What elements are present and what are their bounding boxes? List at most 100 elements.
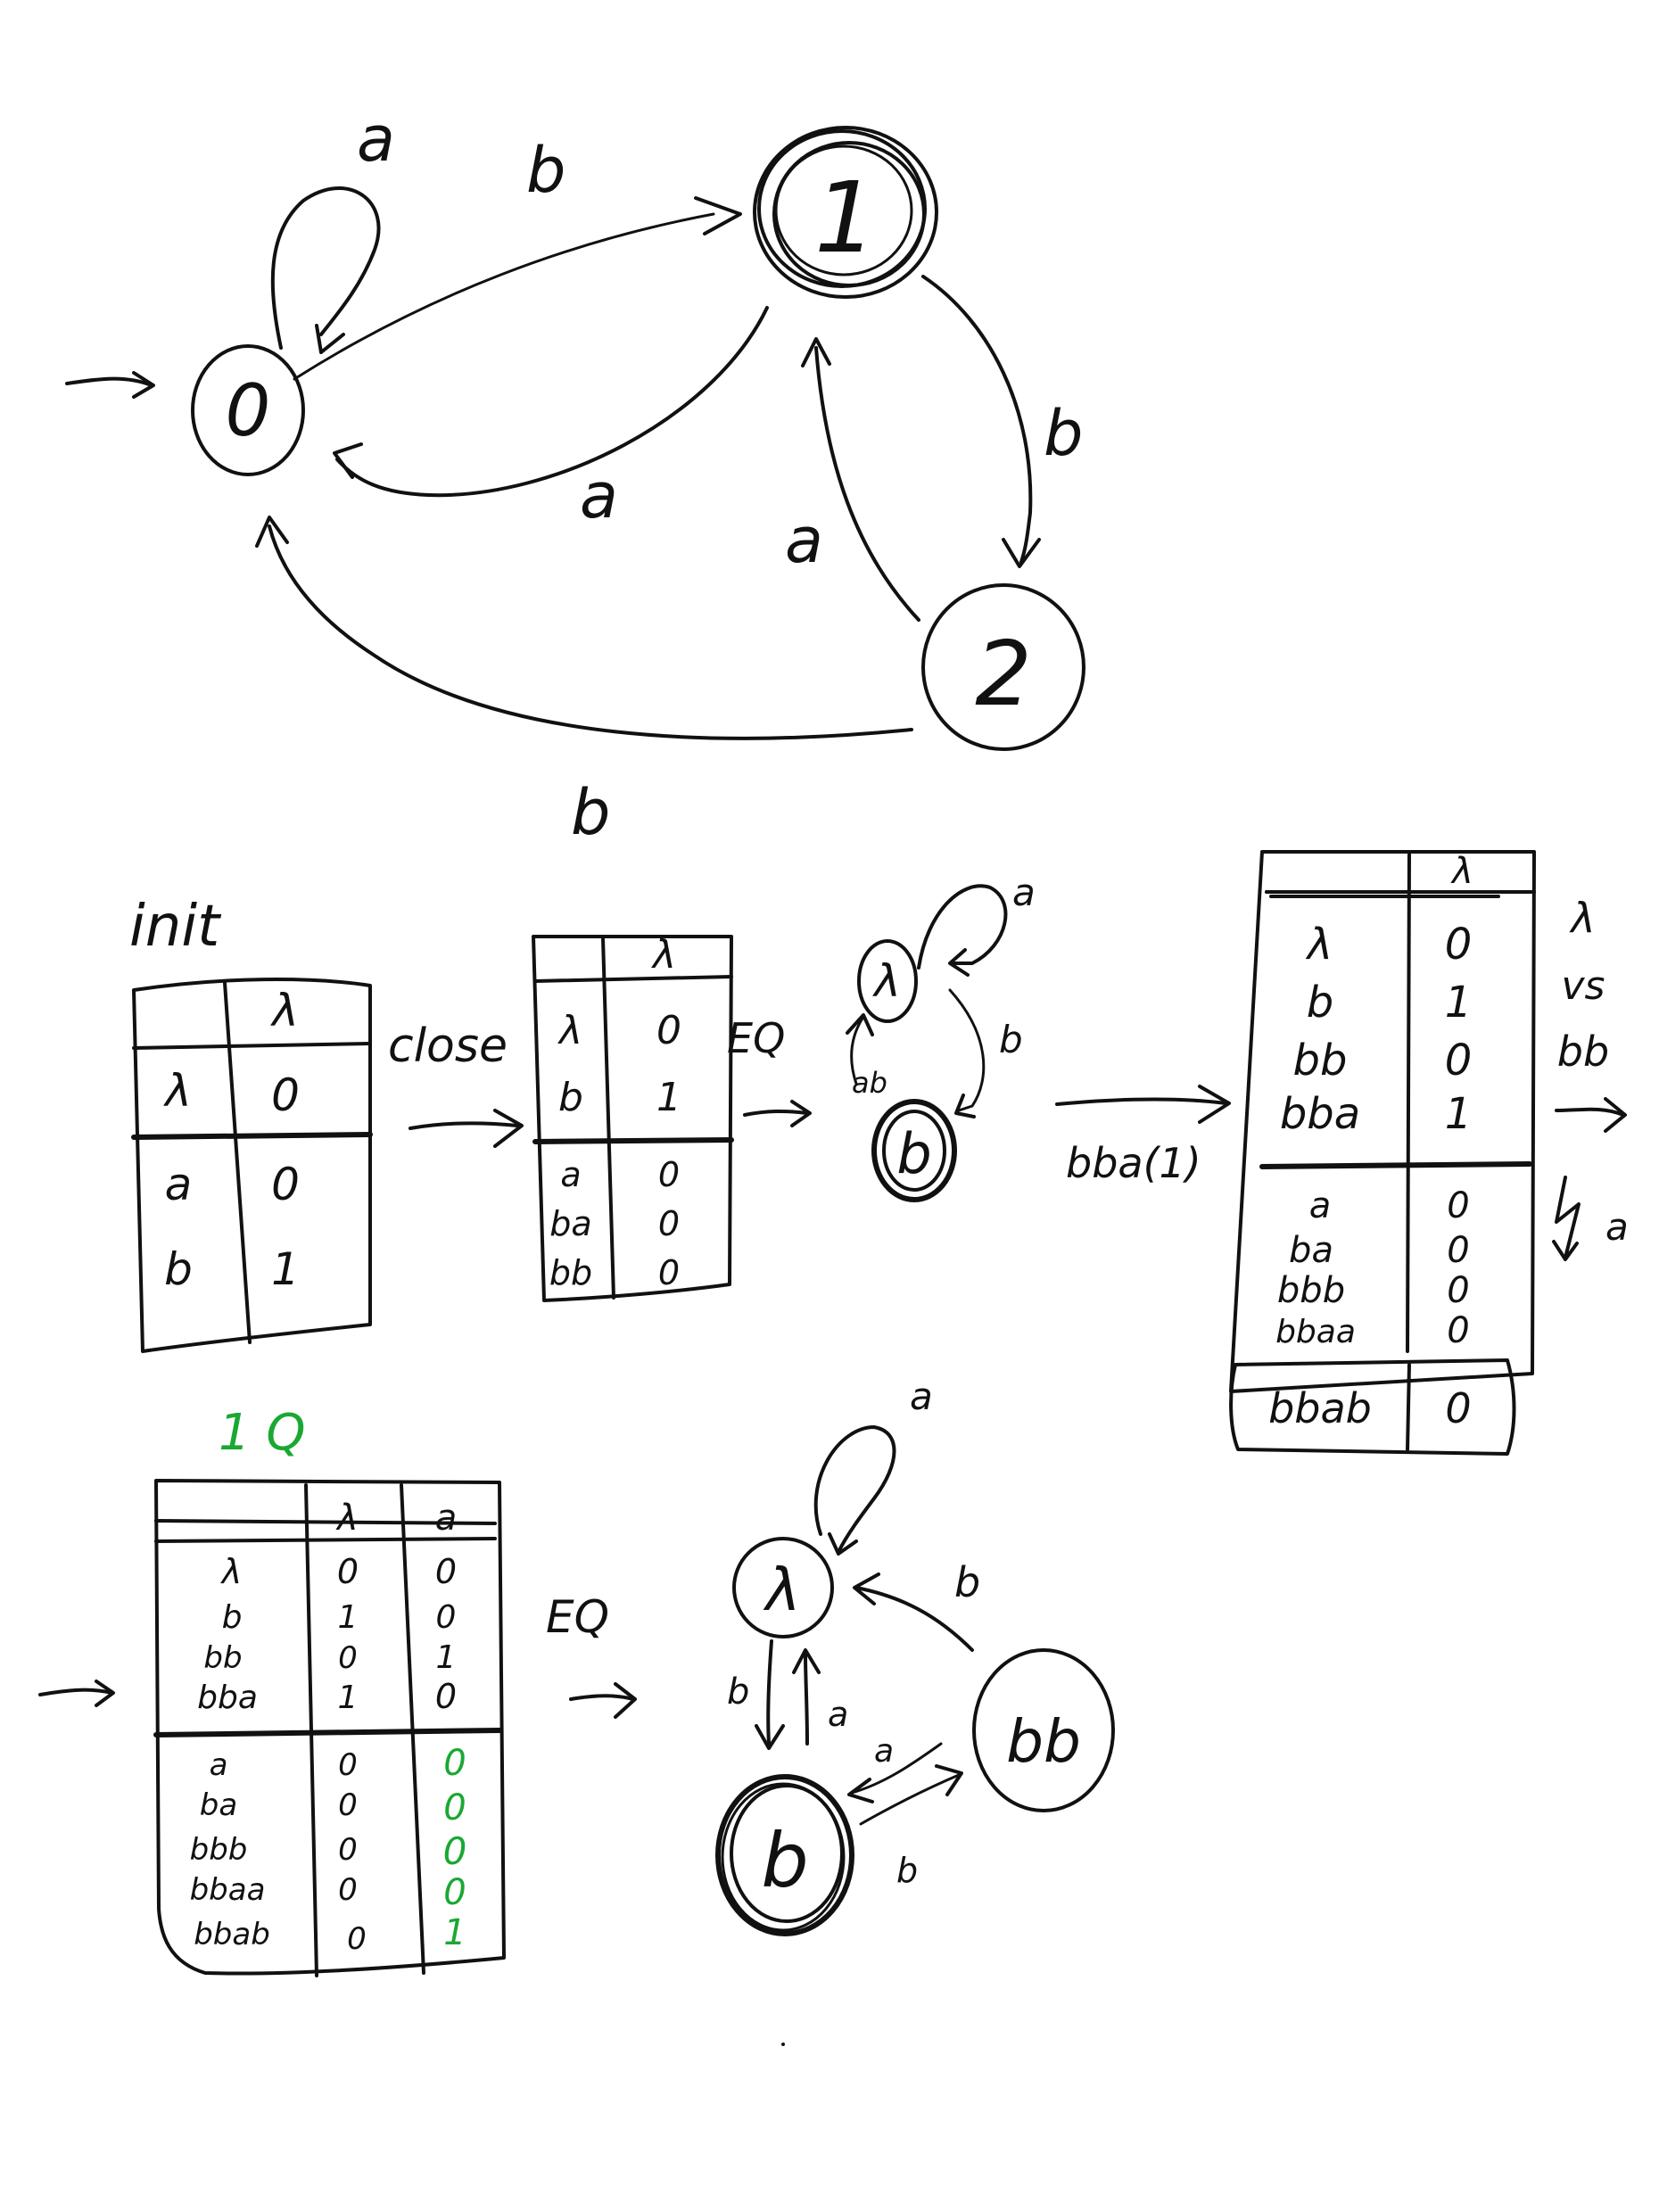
- close-arrowhead: [493, 1109, 524, 1148]
- final-in-arrow: [38, 1688, 113, 1696]
- ext-note-vs: vs: [1562, 963, 1605, 1009]
- final-v1-7: 0: [338, 1872, 358, 1908]
- closed-header: λ: [651, 932, 676, 978]
- green-note: 1 Q: [219, 1404, 306, 1462]
- extended-col-line: [1406, 853, 1411, 1353]
- state-0: 0: [191, 344, 305, 476]
- hypothesis-2: λ a b b a bb b a b: [715, 1374, 1115, 1936]
- final-header-line: [154, 1537, 497, 1543]
- state-1-label: 1: [814, 161, 877, 275]
- extended-table-border: [1229, 850, 1536, 1393]
- ext-val-5: 0: [1447, 1230, 1469, 1271]
- hyp2-edge-b-init: [804, 1653, 809, 1746]
- ext-val-4: 0: [1447, 1185, 1469, 1226]
- ext-extra-val: 0: [1445, 1384, 1471, 1432]
- label-2-1: a: [785, 504, 823, 577]
- ext-lightning-icon: [1555, 1176, 1581, 1259]
- hyp2-edge-bb-b-head: [847, 1778, 874, 1803]
- label-1-0: a: [580, 459, 618, 532]
- ext-val-2: 0: [1445, 1036, 1473, 1085]
- init-val-a: 0: [271, 1159, 300, 1210]
- final-v2-4: 0: [443, 1743, 466, 1784]
- hypothesis-1: λ a b ab b: [846, 871, 1036, 1202]
- final-separator: [153, 1728, 502, 1737]
- closed-separator: [532, 1137, 734, 1144]
- hyp1-edge-b-label: b: [999, 1018, 1023, 1061]
- final-row-2: bb: [203, 1640, 242, 1676]
- transition-1-0-a: [335, 306, 769, 498]
- final-row-5: ba: [200, 1787, 237, 1823]
- extended-table: λ λ 0 b 1 bb 0 bba 1 a 0 ba 0 bbb 0 bbaa…: [1229, 850, 1629, 1456]
- init-row-0: λ: [162, 1065, 192, 1117]
- ext-val-0: 0: [1445, 920, 1473, 970]
- state-2: 2: [921, 583, 1085, 751]
- hyp2-state-final-label: b: [761, 1817, 808, 1904]
- arrowhead-2-0: [255, 516, 289, 548]
- hyp2-edge-b-bb: [859, 1773, 961, 1826]
- counterexample-arrow: [1055, 1097, 1228, 1106]
- transition-2-0-b: [268, 524, 913, 740]
- ext-val-1: 1: [1445, 978, 1473, 1028]
- final-table-border: [154, 1479, 506, 1976]
- hyp2-state-bb-label: bb: [1006, 1707, 1081, 1776]
- ext-row-3: bba: [1280, 1089, 1360, 1139]
- hyp1-state-final-label: b: [896, 1121, 931, 1186]
- final-col-line-1: [304, 1483, 318, 1977]
- init-col-line: [223, 981, 252, 1344]
- ext-note-arrow: [1555, 1107, 1625, 1117]
- label-1-2: b: [1044, 397, 1083, 470]
- closed-table-border: [532, 935, 733, 1302]
- closed-val-2: 0: [658, 1155, 680, 1194]
- ext-row-1: b: [1307, 978, 1333, 1028]
- label-0-0: a: [357, 103, 395, 176]
- final-top-line: [154, 1519, 497, 1525]
- arrowhead-1-0: [333, 442, 363, 479]
- start-arrowhead: [132, 371, 155, 399]
- hyp2-loop-head: [828, 1532, 858, 1556]
- closed-col-line: [601, 937, 615, 1300]
- counterexample-arrowhead: [1198, 1085, 1231, 1124]
- hyp2-edge-init-b-label: b: [727, 1671, 749, 1713]
- final-row-3: bba: [197, 1680, 258, 1716]
- final-v1-4: 0: [338, 1747, 358, 1783]
- ext-note-bb: bb: [1557, 1028, 1609, 1076]
- init-table-border: [132, 978, 372, 1353]
- arrowhead-0-1: [694, 196, 742, 235]
- hyp1-edge-ab-head: [846, 1013, 874, 1036]
- final-v1-0: 0: [337, 1552, 359, 1591]
- ext-extra-row: bbab: [1268, 1384, 1372, 1432]
- init-val-b: 1: [271, 1243, 300, 1295]
- final-row-8: bbab: [194, 1917, 270, 1952]
- ext-row-4: a: [1309, 1185, 1332, 1226]
- final-col2: a: [435, 1498, 458, 1539]
- ext-val-6: 0: [1447, 1270, 1469, 1311]
- final-row-7: bbaa: [190, 1872, 266, 1908]
- hyp1-edge-ab-label: ab: [852, 1066, 887, 1100]
- init-header: λ: [269, 985, 299, 1036]
- hyp2-state-init: [732, 1537, 834, 1638]
- eq-label-2: EQ: [546, 1591, 609, 1643]
- final-v1-8: 0: [347, 1921, 367, 1957]
- ext-row-2: bb: [1293, 1036, 1348, 1085]
- final-col1: λ: [335, 1498, 359, 1539]
- close-label: close: [388, 1019, 508, 1073]
- state-1-accepting: 1: [753, 126, 938, 299]
- ext-row-5: ba: [1289, 1230, 1333, 1271]
- arrowhead-2-1: [801, 337, 831, 367]
- hyp1-edge-ab: [850, 1015, 865, 1085]
- hyp2-loop-label: a: [910, 1374, 933, 1418]
- ext-lightning-head: [1552, 1240, 1579, 1261]
- closed-val-4: 0: [658, 1253, 680, 1292]
- hyp2-edge-bb-init: [854, 1586, 974, 1652]
- closed-table: λ λ 0 b 1 a 0 ba 0 bb 0: [532, 932, 734, 1302]
- init-table: λ λ 0 a 0 b 1: [131, 978, 373, 1353]
- hyp2-state-init-label: λ: [763, 1556, 800, 1624]
- final-v1-3: 1: [338, 1680, 359, 1716]
- init-separator: [131, 1132, 373, 1140]
- transition-1-2-b: [921, 275, 1033, 564]
- ext-note-top: λ: [1568, 894, 1595, 942]
- hyp2-state-bb: [972, 1648, 1115, 1812]
- ext-row-0: λ: [1305, 920, 1333, 970]
- final-v2-7: 0: [443, 1872, 466, 1913]
